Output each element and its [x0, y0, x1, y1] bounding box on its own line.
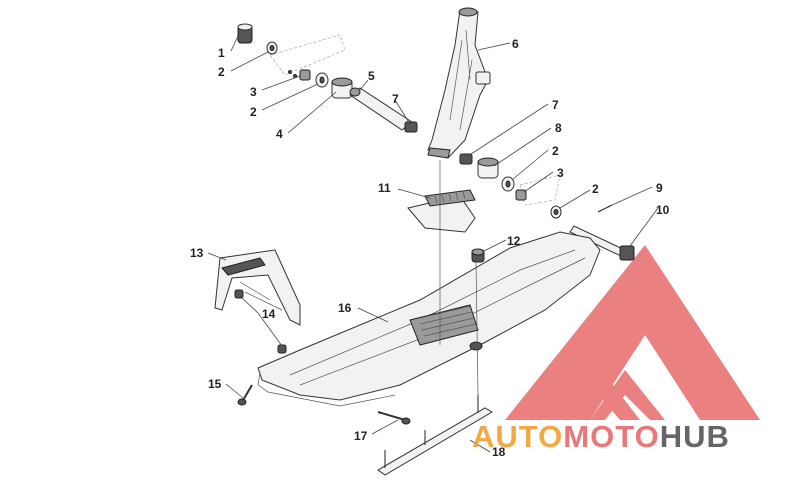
callout-2-d: 2: [592, 182, 599, 196]
callout-13: 13: [190, 246, 204, 260]
callout-2-b: 2: [250, 105, 257, 119]
part-handle-bolt-2: [277, 344, 287, 354]
part-ski-body: [257, 231, 601, 407]
callout-18: 18: [492, 445, 506, 459]
callout-9: 9: [656, 181, 663, 195]
part-sleeve-2: [459, 153, 473, 165]
part-wear-pad: [407, 189, 476, 233]
callout-4: 4: [276, 127, 283, 141]
part-pivot-tube: [349, 87, 413, 131]
part-wear-bar: [377, 395, 493, 476]
part-ski-handle: [214, 249, 301, 326]
part-bushing-large-2: [477, 157, 499, 179]
part-sleeve-1: [404, 121, 418, 133]
callout-7-a: 7: [392, 92, 399, 106]
callout-11: 11: [378, 181, 391, 195]
watermark-word-auto: AUTO: [472, 419, 563, 454]
part-bolt: [569, 225, 635, 261]
part-bushing-large-1: [331, 77, 353, 99]
callout-1: 1: [218, 46, 225, 60]
part-small-bushing-2: [515, 189, 527, 201]
callout-5: 5: [368, 69, 375, 83]
callout-2-c: 2: [552, 144, 559, 158]
part-screw-front: [237, 384, 253, 406]
callout-3-a: 3: [250, 85, 257, 99]
part-nut-ski: [471, 248, 485, 263]
watermark-logo: [505, 245, 760, 420]
callout-6: 6: [512, 37, 519, 51]
part-cotter-pin: [597, 204, 613, 213]
part-spindle: [427, 7, 491, 159]
callout-16: 16: [338, 301, 352, 315]
callout-10: 10: [656, 203, 670, 217]
part-handle-bolt-1: [234, 289, 244, 299]
watermark-word-hub: HUB: [660, 419, 730, 454]
callout-14: 14: [262, 307, 276, 321]
callout-12: 12: [507, 234, 521, 248]
leader-lines: [207, 35, 659, 453]
ghost-outline-bracket: [519, 174, 561, 206]
alignment-line-wearbar: [475, 261, 479, 396]
part-screw-rear: [377, 411, 411, 425]
callout-2-a: 2: [218, 65, 225, 79]
callout-15: 15: [208, 377, 222, 391]
callout-7-b: 7: [552, 98, 559, 112]
part-small-bushing-1: [288, 69, 311, 81]
part-nut: [237, 23, 253, 44]
ghost-outline-spindle-top: [269, 34, 346, 76]
watermark-triangle-outer: [505, 245, 760, 420]
watermark-word-moto: MOTO: [563, 419, 659, 454]
callout-8: 8: [555, 121, 562, 135]
watermark-triangle-mark: [590, 370, 665, 420]
watermark-wordmark: AUTOMOTOHUB: [472, 419, 730, 454]
callout-3-b: 3: [557, 166, 564, 180]
callout-17: 17: [354, 429, 368, 443]
